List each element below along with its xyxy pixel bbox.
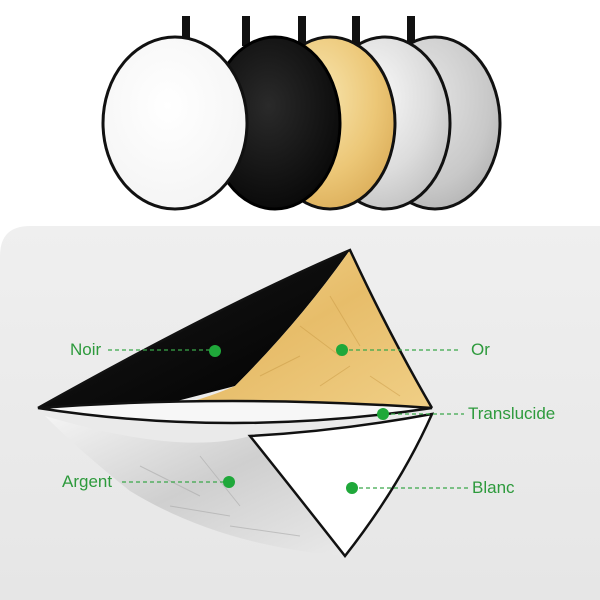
white-disc: [101, 35, 249, 211]
gold-texture: [259, 295, 401, 397]
translucide-dot: [377, 408, 389, 420]
or-dot: [336, 344, 348, 356]
silver-layer: [45, 416, 345, 556]
label-translucide: Translucide: [468, 404, 556, 423]
disc-tabs: [182, 16, 415, 46]
reflector-discs: [101, 16, 502, 211]
argent-dot: [223, 476, 235, 488]
noir-dot: [209, 345, 221, 357]
label-blanc: Blanc: [472, 478, 515, 497]
silver-texture: [139, 455, 301, 537]
black-layer: [38, 250, 350, 408]
label-noir: Noir: [70, 340, 102, 359]
callout-lines: [108, 349, 468, 489]
white-layer: [247, 412, 435, 559]
label-or: Or: [471, 340, 490, 359]
layers-illustration: [0, 226, 600, 600]
top-outline: [37, 248, 434, 410]
callout-dots: [209, 344, 389, 494]
gold-layer: [165, 250, 432, 408]
label-argent: Argent: [62, 472, 113, 491]
blanc-dot: [346, 482, 358, 494]
